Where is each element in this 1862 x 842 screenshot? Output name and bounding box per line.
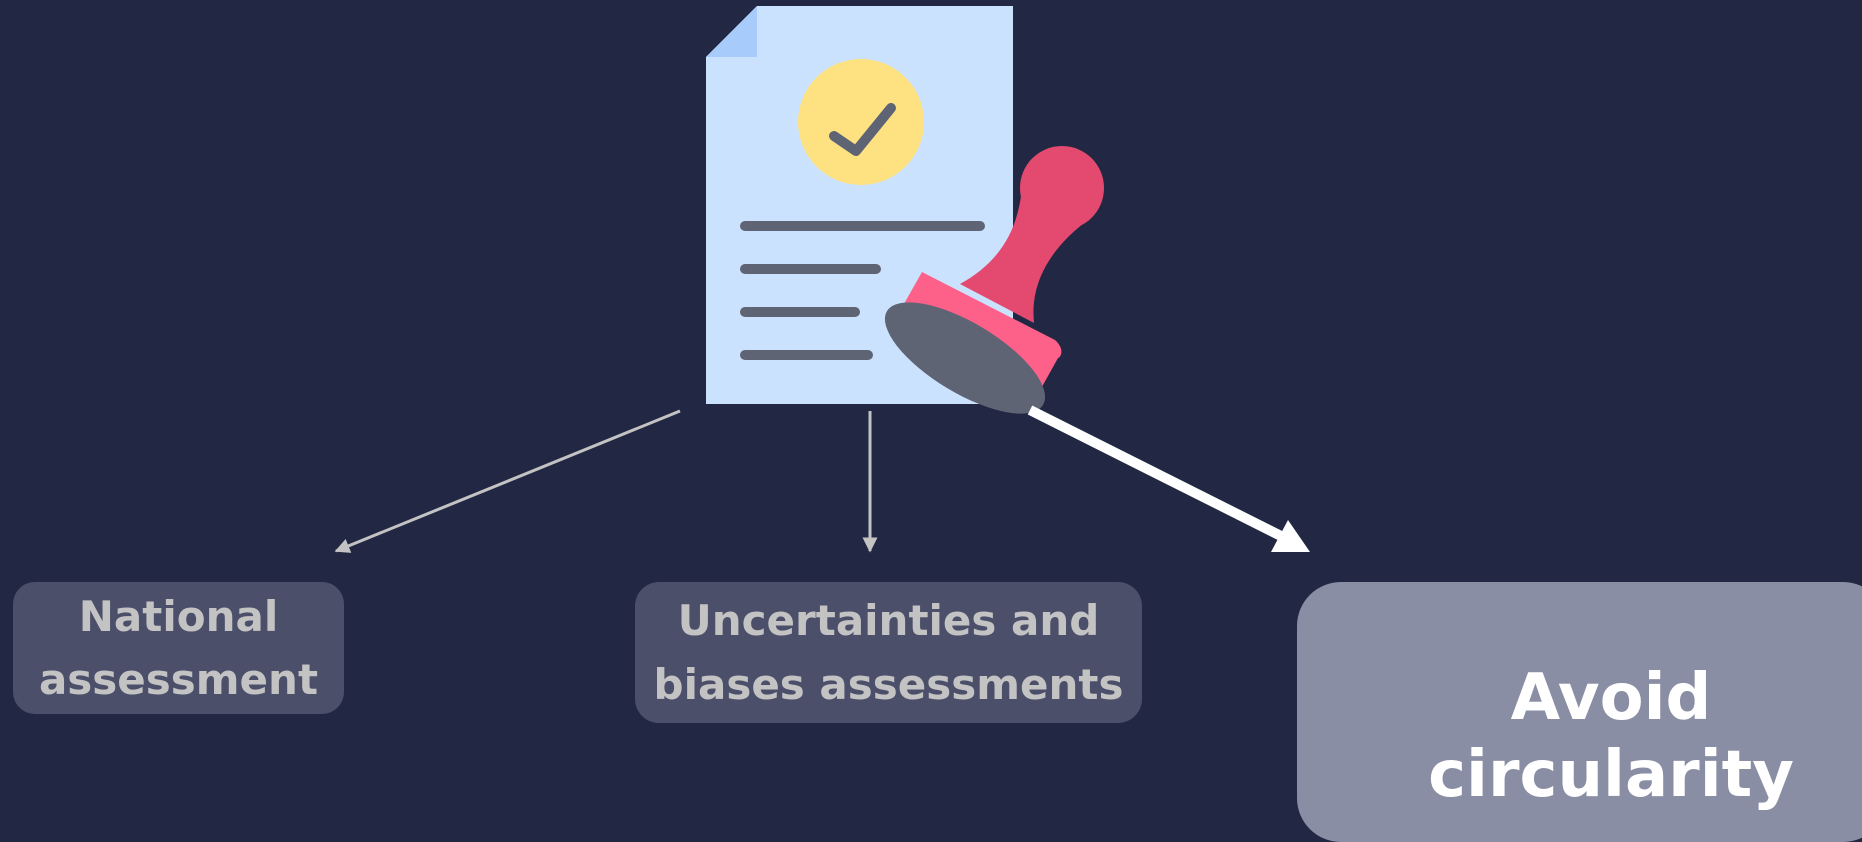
node-label-line: biases assessments: [653, 659, 1124, 709]
text-lines: [740, 221, 985, 360]
node-label-line: Uncertainties and: [677, 595, 1100, 645]
node-national-assessment: National assessment: [13, 582, 344, 714]
node-uncertainties-biases: Uncertainties and biases assessments: [635, 582, 1142, 723]
document-with-stamp-icon: [706, 6, 1104, 414]
diagram-canvas: [334, 6, 1310, 553]
node-label: Avoid circularity: [1428, 661, 1794, 812]
stamp-icon: [884, 146, 1104, 414]
checkmark-icon: [829, 103, 896, 156]
check-circle-icon: [798, 59, 924, 185]
node-avoid-circularity: Avoid circularity: [1297, 582, 1862, 842]
node-label-line: assessment: [38, 655, 319, 704]
arrow-to-national: [334, 409, 681, 553]
arrow-to-avoid: [1027, 405, 1310, 552]
node-label-line: National: [78, 592, 279, 641]
